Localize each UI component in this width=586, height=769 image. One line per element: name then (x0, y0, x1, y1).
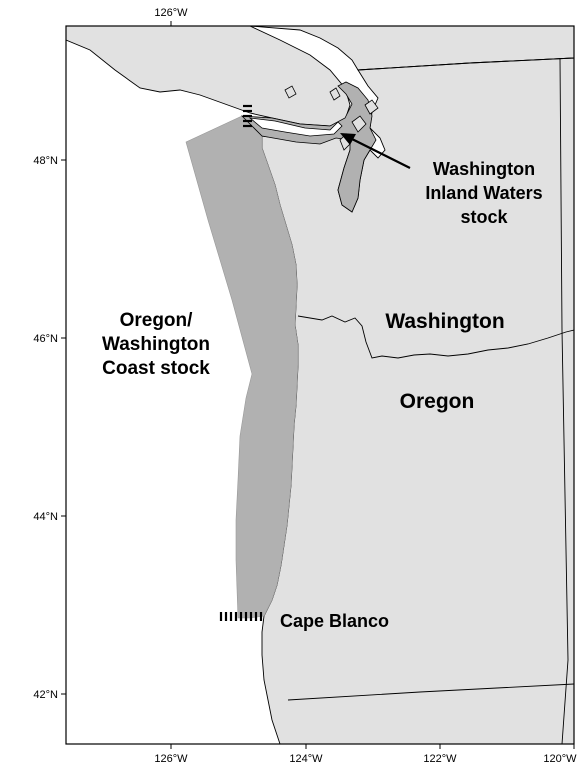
british-columbia-mainland (249, 26, 574, 71)
bottom-tick-label: 124°W (289, 753, 323, 765)
inland-stock-label-line1: Washington (433, 159, 535, 179)
coast-stock-label-line1: Oregon/ (120, 310, 194, 331)
northern-boundary-marker (243, 104, 252, 128)
bottom-tick-label: 122°W (423, 753, 457, 765)
inland-stock-label-line2: Inland Waters (425, 183, 542, 203)
inland-stock-label-line3: stock (460, 207, 508, 227)
island (351, 115, 367, 133)
cape-blanco-label: Cape Blanco (280, 611, 389, 631)
inland-stock-arrow (340, 133, 411, 169)
left-tick-label: 46°N (33, 333, 58, 345)
axis-ticks (61, 21, 575, 749)
cape-blanco-boundary-marker (219, 612, 263, 621)
island (364, 99, 379, 115)
washington-label: Washington (385, 310, 504, 333)
coast-stock-area (185, 115, 299, 619)
top-tick-label: 126°W (154, 7, 188, 19)
oregon-label: Oregon (400, 390, 475, 413)
left-tick-label: 48°N (33, 155, 58, 167)
coast-stock-label-line3: Coast stock (102, 358, 210, 379)
canada-us-border (357, 57, 574, 71)
left-tick-label: 42°N (33, 689, 58, 701)
washington-oregon-border (297, 315, 574, 359)
bottom-tick-label: 120°W (543, 753, 577, 765)
oregon-california-border (287, 683, 574, 701)
island (329, 87, 341, 101)
left-tick-label: 44°N (33, 511, 58, 523)
idaho-border (559, 57, 569, 744)
coast-stock-label-line2: Washington (102, 334, 210, 355)
map-frame (65, 25, 575, 745)
strait-passage (248, 117, 343, 137)
bottom-tick-label: 126°W (154, 753, 188, 765)
island (284, 85, 297, 99)
